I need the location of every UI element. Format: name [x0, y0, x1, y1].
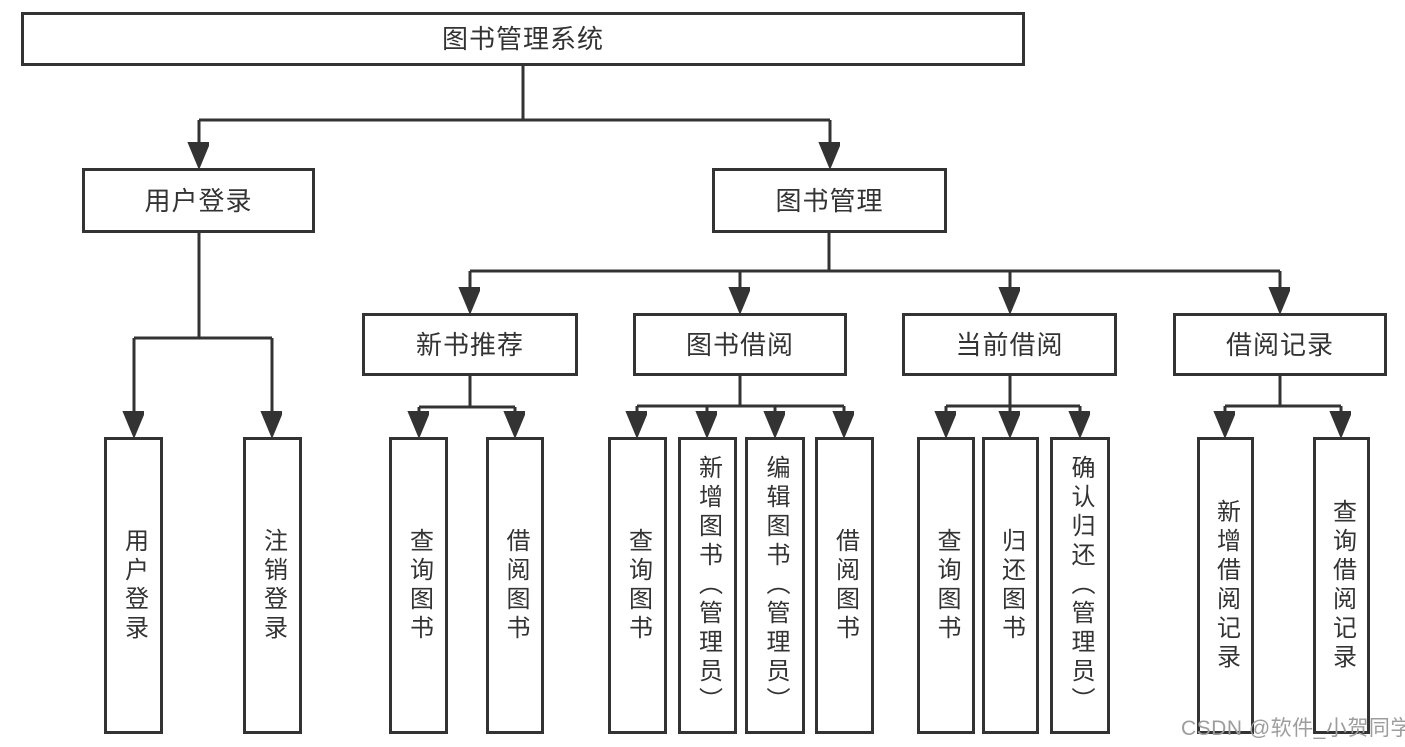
- connector-bookmgmt-to-level3: [470, 233, 1280, 311]
- connector-newbookrec-trunk: [419, 376, 515, 409]
- leaf-newbook-borrow-books: 借阅图书: [486, 437, 544, 734]
- node-library-management-system: 图书管理系统: [21, 12, 1025, 66]
- connector-userlogin-trunk: [134, 233, 272, 340]
- leaf-label: 归还图书: [997, 527, 1025, 644]
- leaf-label: 编辑图书（管理员）: [762, 455, 789, 716]
- leaf-label: 查询图书: [405, 527, 433, 644]
- connector-borrowrecords-trunk: [1225, 376, 1341, 408]
- connector-currentborrow-to-leaves: [946, 376, 1080, 435]
- leaf-label: 查询借阅记录: [1328, 498, 1356, 673]
- leaf-label: 确认归还（管理员）: [1067, 455, 1094, 716]
- watermark: CSDN @软件_小贺同学: [1181, 717, 1405, 740]
- connector-bookborrow-to-leaves: [637, 376, 844, 435]
- leaf-edit-books-admin: 编辑图书（管理员）: [745, 437, 805, 734]
- leaf-label: 新增借阅记录: [1212, 498, 1240, 673]
- connector-borrowrecords-to-leaves: [1225, 376, 1341, 435]
- leaf-label: 借阅图书: [502, 527, 529, 644]
- node-book-borrowing: 图书借阅: [633, 313, 847, 376]
- node-book-management: 图书管理: [712, 168, 947, 233]
- leaf-current-query-books: 查询图书: [917, 437, 975, 734]
- node-current-borrowing: 当前借阅: [902, 313, 1117, 376]
- leaf-label: 借阅图书: [831, 527, 859, 644]
- leaf-borrow-query-books: 查询图书: [608, 437, 667, 734]
- connector-root-level2-trunk: [199, 66, 830, 122]
- node-borrowing-records: 借阅记录: [1173, 313, 1387, 376]
- connector-newbookrec-to-leaves: [419, 376, 515, 435]
- leaf-newbook-query-books: 查询图书: [389, 437, 448, 734]
- leaf-query-borrow-record: 查询借阅记录: [1313, 437, 1370, 734]
- node-user-login: 用户登录: [82, 168, 315, 233]
- leaf-logout: 注销登录: [243, 437, 302, 734]
- leaf-return-books: 归还图书: [982, 437, 1039, 734]
- leaf-add-borrow-record: 新增借阅记录: [1197, 437, 1254, 734]
- connector-root-to-level2: [199, 66, 830, 166]
- leaf-label: 查询图书: [933, 527, 960, 644]
- connector-userlogin-to-leaves: [134, 233, 272, 435]
- connector-currentborrow-trunk: [946, 376, 1080, 408]
- connector-bookmgmt-trunk: [470, 233, 1280, 273]
- node-new-book-recommend: 新书推荐: [362, 313, 578, 376]
- leaf-confirm-return-admin: 确认归还（管理员）: [1050, 437, 1110, 734]
- leaf-add-books-admin: 新增图书（管理员）: [678, 437, 737, 734]
- leaf-borrow-borrow-books: 借阅图书: [815, 437, 874, 734]
- leaf-label: 注销登录: [259, 527, 287, 644]
- connector-bookborrow-trunk: [637, 376, 844, 408]
- leaf-label: 查询图书: [624, 527, 652, 644]
- leaf-label: 用户登录: [120, 527, 148, 644]
- leaf-user-login: 用户登录: [104, 437, 163, 734]
- leaf-label: 新增图书（管理员）: [694, 455, 722, 716]
